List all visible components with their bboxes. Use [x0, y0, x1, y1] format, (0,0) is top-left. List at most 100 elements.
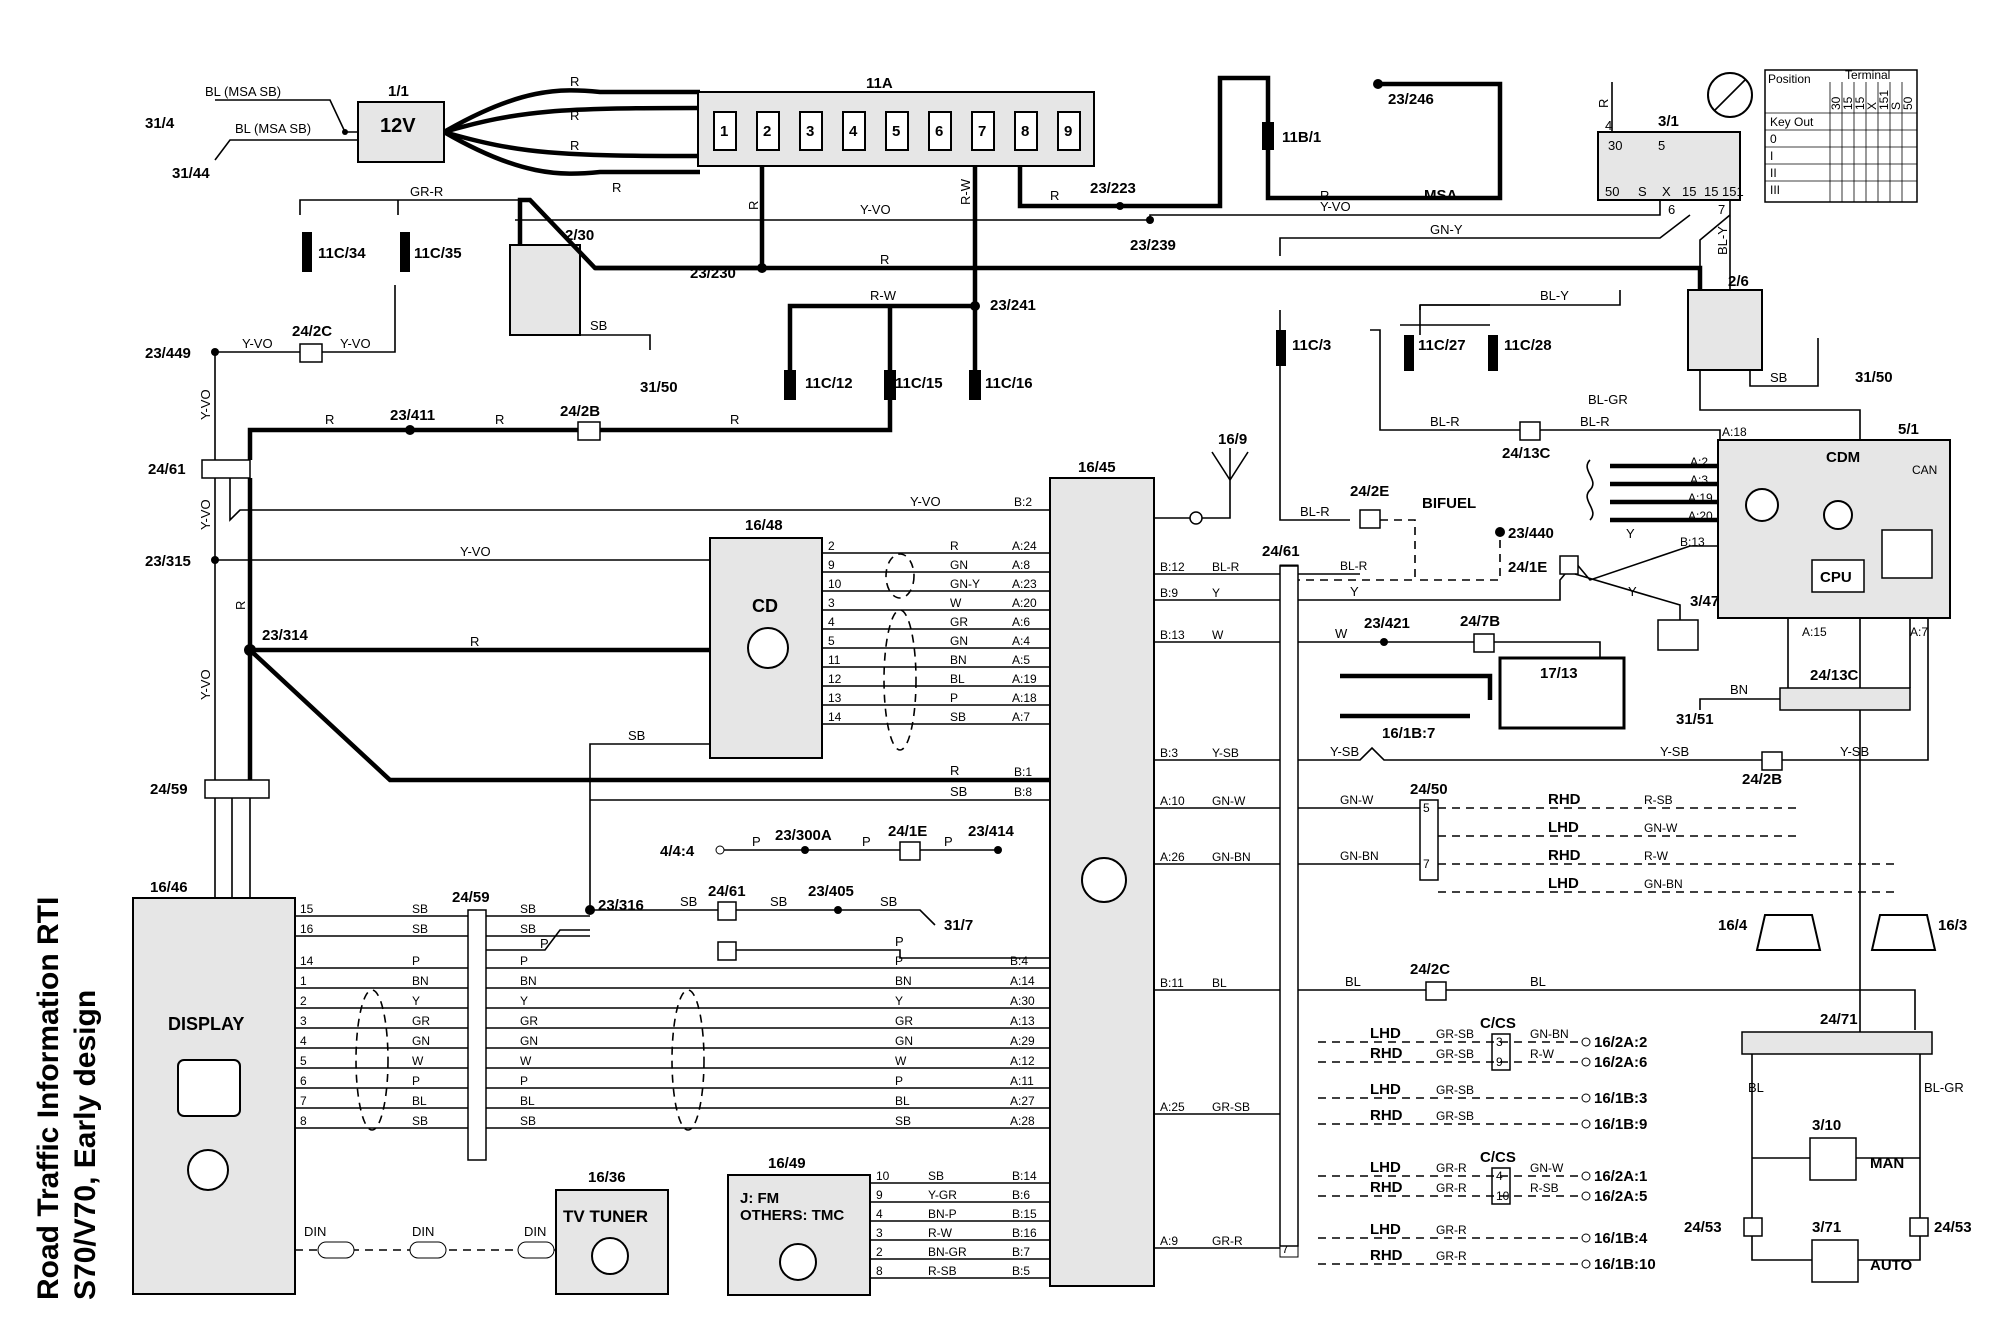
key-position: 0	[1770, 132, 1777, 146]
head-gnw2: GN-W	[1340, 793, 1374, 807]
fuse-num: 7	[978, 123, 986, 140]
conn-24-53-left: 24/53	[1684, 1219, 1722, 1236]
lhd-color: GR-SB	[1436, 1109, 1474, 1123]
screen-icon	[177, 1059, 241, 1117]
wire-yvo-vert2: Y-VO	[198, 499, 213, 530]
cdm-a18: A:18	[1722, 425, 1747, 439]
wire-r-batt-2: R	[570, 108, 579, 123]
cd-pin-term: A:6	[1012, 615, 1030, 629]
fm-pin-color: R-W	[928, 1226, 953, 1240]
switch-man-id: 3/10	[1812, 1117, 1841, 1134]
conn-24-7b: 24/7B	[1460, 613, 1500, 630]
relay-2-30	[509, 244, 581, 336]
fm-tmc-line2: OTHERS: TMC	[740, 1207, 844, 1224]
wire-sb-405: SB	[770, 894, 787, 909]
display-id: 16/46	[150, 879, 188, 896]
cd-pin-num: 10	[828, 577, 842, 591]
wire-blr-cdm2: BL-R	[1580, 414, 1610, 429]
display-pin-color2: BN	[520, 974, 537, 988]
display-pin-color3: Y	[895, 994, 903, 1008]
head-term: B:9	[1160, 586, 1178, 600]
lhd-dest: 16/1B:3	[1594, 1090, 1647, 1107]
cd-pin-color: W	[950, 596, 962, 610]
lhd-dest: 16/2A:2	[1594, 1034, 1647, 1051]
speaker-color: GN-W	[1644, 821, 1678, 835]
conn-c-cs-2: C/CS	[1480, 1149, 1516, 1166]
speaker-16-3-id: 16/3	[1938, 917, 1967, 934]
wire-rw-1: R-W	[870, 288, 897, 303]
ground-31-50a: 31/50	[640, 379, 678, 396]
head-term: A:9	[1160, 1234, 1178, 1248]
cd-pin-num: 5	[828, 634, 835, 648]
display-pin-color3: P	[895, 1074, 903, 1088]
wire-bl-msa-2: BL (MSA SB)	[235, 121, 311, 136]
wire-gny: GN-Y	[1430, 222, 1463, 237]
battery-voltage: 12V	[380, 115, 416, 137]
wire-bl-msa-1: BL (MSA SB)	[205, 84, 281, 99]
head-term: B:11	[1160, 976, 1184, 990]
fm-pin-num: 2	[876, 1245, 883, 1259]
display-pin-color2: SB	[520, 922, 536, 936]
lhd-dest: 16/1B:10	[1594, 1256, 1656, 1273]
head-b1-label: B:1	[1014, 765, 1032, 779]
cdm-cpu-label: CPU	[1820, 569, 1852, 586]
fuse-num: 5	[892, 123, 900, 140]
lhd-color2: R-W	[1530, 1047, 1555, 1061]
cdm-cpu	[1811, 559, 1865, 593]
lhd-color2: GN-W	[1530, 1161, 1564, 1175]
relay-2-6-id: 2/6	[1728, 273, 1749, 290]
splice-23-314: 23/314	[262, 627, 309, 644]
display-pin-num: 16	[300, 922, 314, 936]
display-pins: 15SB9SB16SB8SB14P10PPB:41BN7BNBNA:142Y6Y…	[295, 902, 1050, 1135]
ign-t30: 30	[1608, 138, 1622, 153]
tv-tuner-name: TV TUNER	[563, 1207, 648, 1226]
cd-pin-term: A:24	[1012, 539, 1037, 553]
key-position: Key Out	[1770, 115, 1814, 129]
ignition-switch	[1597, 131, 1741, 201]
splice-23-421: 23/421	[1364, 615, 1410, 632]
conn-24-2c-top: 24/2C	[292, 323, 332, 340]
fuse-11c15: 11C/15	[895, 375, 943, 392]
cdm-b13: B:13	[1680, 535, 1705, 549]
cd-pin-num: 3	[828, 596, 835, 610]
key-table-terminal: Terminal	[1845, 68, 1890, 82]
head-color: GR-SB	[1212, 1100, 1250, 1114]
transistor-icon	[187, 1149, 229, 1191]
display-pin-color3: GN	[895, 1034, 913, 1048]
fm-pin-num: 9	[876, 1188, 883, 1202]
lhd-conn: 4	[1496, 1169, 1503, 1183]
display-name: DISPLAY	[168, 1014, 244, 1034]
head-term: B:3	[1160, 746, 1178, 760]
ground-31-4: 31/4	[145, 115, 175, 132]
fuse-6	[928, 111, 952, 151]
fm-pin-num: 3	[876, 1226, 883, 1240]
wire-r-vert: R	[746, 201, 761, 210]
key-terminal: 15	[1853, 96, 1867, 110]
head-color: W	[1212, 628, 1224, 642]
wire-sb-b8: SB	[950, 784, 967, 799]
key-terminal: S	[1889, 102, 1903, 110]
display-pin-color: GR	[412, 1014, 430, 1028]
ground-31-51: 31/51	[1676, 711, 1714, 728]
lhd-conn: 10	[1496, 1189, 1510, 1203]
head-color: Y-SB	[1212, 746, 1239, 760]
wire-yvo-cd7: Y-VO	[460, 544, 491, 559]
wire-sb-316: SB	[680, 894, 697, 909]
display-pin-color3: BL	[895, 1094, 910, 1108]
fuse-11b1	[1262, 122, 1274, 150]
speaker-side: RHD	[1548, 791, 1581, 808]
fuse-num: 9	[1064, 123, 1072, 140]
cdm-name: CDM	[1826, 449, 1860, 466]
fm-pin-num: 8	[876, 1264, 883, 1278]
fuse-num: 8	[1021, 123, 1029, 140]
lhd-color: GR-R	[1436, 1223, 1467, 1237]
conn-24-13c-bot-label: 24/13C	[1810, 667, 1859, 684]
fuse-9	[1057, 111, 1081, 151]
fm-pin-num: 4	[876, 1207, 883, 1221]
lhd-side: LHD	[1370, 1081, 1401, 1098]
wire-r-long: R	[880, 252, 889, 267]
head-term: A:25	[1160, 1100, 1185, 1114]
cdm-unit	[1717, 439, 1951, 619]
wire-yvo-449b: Y-VO	[340, 336, 371, 351]
